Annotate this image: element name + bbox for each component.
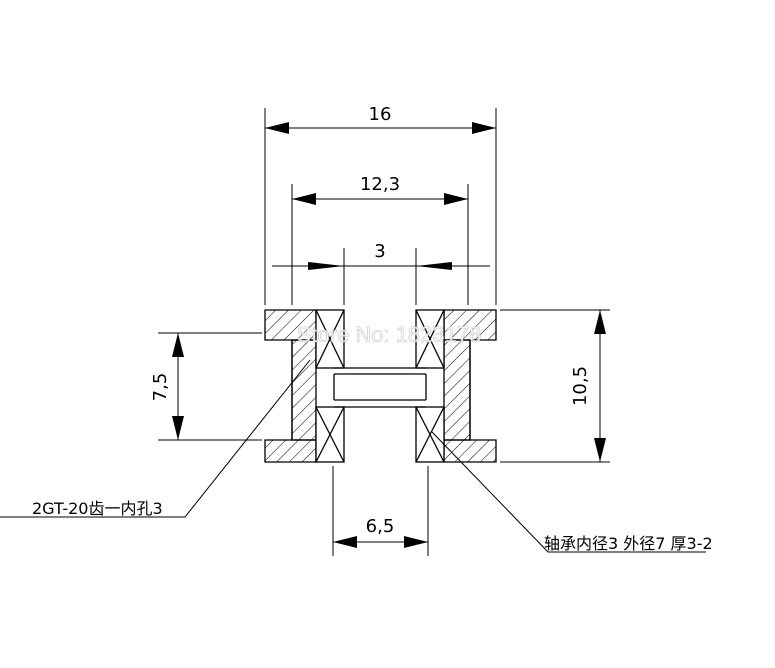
dim-3: 3 <box>374 241 385 262</box>
bearing-leader <box>431 431 706 553</box>
pulley-callout: 2GT-20齿一内孔3 <box>32 499 163 518</box>
dim-10-5: 10,5 <box>570 366 591 406</box>
right-core-hatch <box>443 339 471 441</box>
bearing-callout: 轴承内径3 外径7 厚3-2 <box>544 534 713 553</box>
dim-6-5: 6,5 <box>366 516 395 537</box>
pulley-section <box>264 309 497 463</box>
dim-7-5: 7,5 <box>150 373 171 402</box>
dim-16: 16 <box>369 104 392 125</box>
left-core-hatch <box>291 339 317 441</box>
dim-12-3: 12,3 <box>360 174 400 195</box>
leader-lines <box>0 359 706 553</box>
dimension-lines <box>172 122 606 548</box>
store-watermark: Store No: 1823178 <box>297 322 482 347</box>
pulley-leader <box>0 359 311 518</box>
